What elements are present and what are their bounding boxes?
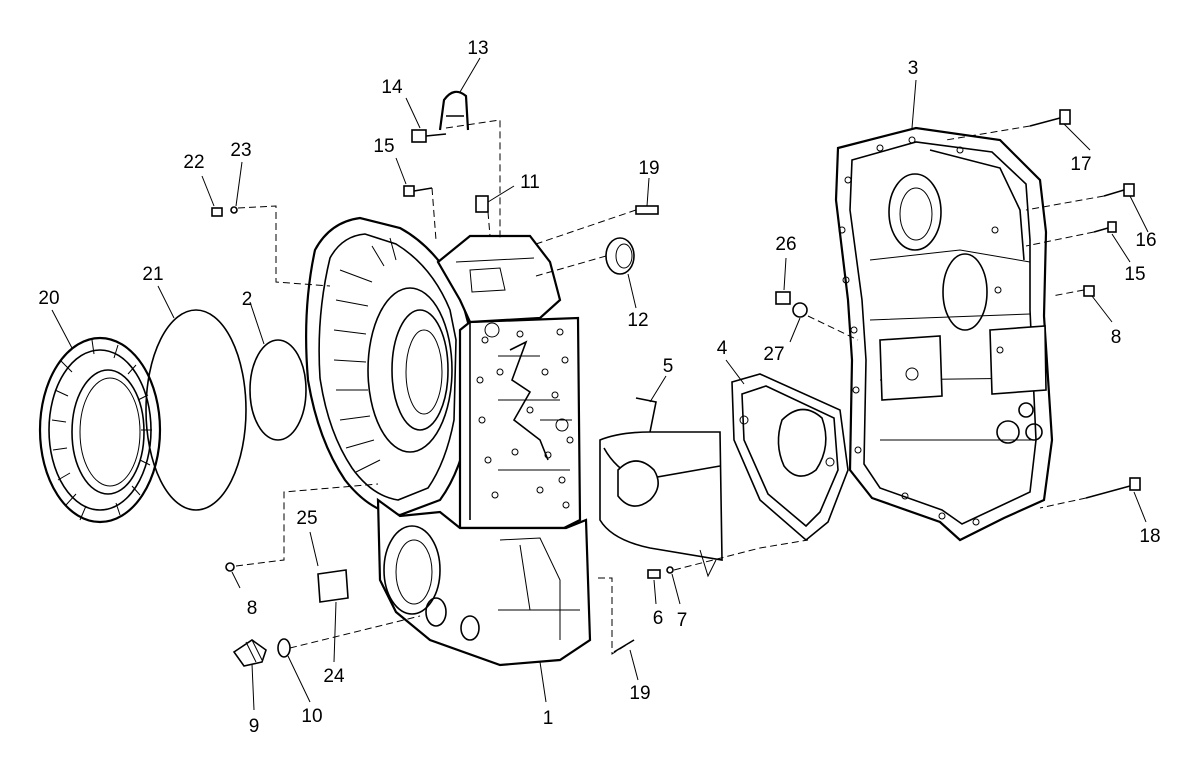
callout-labels: 13 14 15 11 19 22 23 3 17 16 15 26 27 8 … (38, 38, 1160, 737)
callout-23: 23 (230, 140, 251, 161)
callout-10: 10 (301, 706, 322, 727)
callout-26: 26 (775, 234, 796, 255)
part-8-plug-b (225, 562, 235, 572)
callout-6: 6 (653, 608, 664, 629)
part-19-pin-a (635, 205, 659, 215)
callout-11: 11 (520, 172, 540, 193)
callout-leaders (51, 57, 1149, 711)
callout-18: 18 (1139, 526, 1160, 547)
part-27-ring (792, 302, 808, 318)
callout-25: 25 (296, 508, 317, 529)
part-17-bolt (1029, 109, 1071, 127)
callout-19: 19 (629, 683, 650, 704)
part-8-plug-a (1083, 285, 1095, 297)
part-11-plug (475, 195, 489, 213)
part-3-housing (834, 126, 1054, 542)
callout-8: 8 (1111, 327, 1122, 348)
callout-4: 4 (717, 338, 728, 359)
part-15-screw-a (403, 185, 433, 197)
part-13-clamp (438, 90, 470, 131)
part-2-oring (249, 339, 307, 441)
callout-17: 17 (1070, 154, 1091, 175)
part-1-housing (305, 216, 592, 667)
callout-1: 1 (543, 708, 554, 729)
callout-9: 9 (249, 716, 260, 737)
callout-15: 15 (373, 136, 394, 157)
part-15-bolt-b (1093, 221, 1117, 233)
part-26-plug (775, 291, 791, 305)
callout-5: 5 (663, 356, 674, 377)
part-18-bolt (1085, 477, 1141, 499)
part-4-cover (731, 373, 849, 542)
part-5-shield (599, 397, 723, 578)
callout-20: 20 (38, 288, 59, 309)
assembly-guide-lines (235, 119, 1105, 655)
callout-27: 27 (763, 344, 784, 365)
part-10-seal (277, 638, 291, 658)
part-22-23-screws (211, 206, 238, 217)
part-14-screw (411, 129, 447, 143)
callout-19: 19 (638, 158, 659, 179)
callout-14: 14 (381, 77, 403, 98)
callout-16: 16 (1135, 230, 1156, 251)
part-24-gasket (317, 569, 349, 603)
callout-24: 24 (323, 666, 345, 687)
callout-7: 7 (677, 610, 688, 631)
callout-8: 8 (247, 598, 258, 619)
callout-15: 15 (1124, 264, 1145, 285)
callout-2: 2 (242, 289, 253, 310)
callout-21: 21 (142, 264, 163, 285)
callout-13: 13 (467, 38, 488, 59)
callout-3: 3 (908, 58, 919, 79)
part-6-7-screws (647, 566, 674, 579)
part-21-oring (145, 309, 247, 511)
part-20-seal (38, 336, 162, 524)
part-12-bearing (605, 237, 635, 275)
part-9-breather (232, 639, 267, 667)
part-16-bolt (1103, 183, 1135, 197)
callout-22: 22 (183, 152, 204, 173)
callout-12: 12 (627, 310, 648, 331)
